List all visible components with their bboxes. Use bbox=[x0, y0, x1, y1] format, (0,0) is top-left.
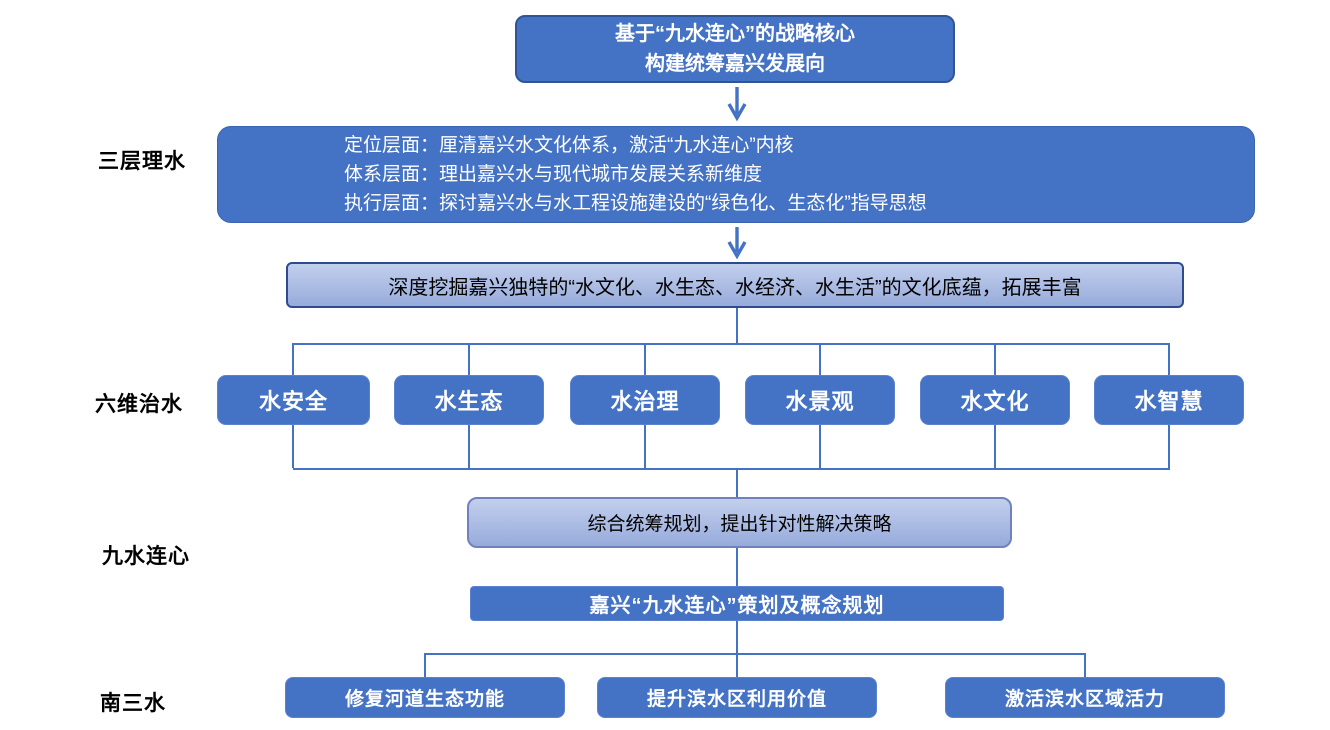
node-excavate-culture: 深度挖掘嘉兴独特的“水文化、水生态、水经济、水生活”的文化底蕴，拓展丰富 bbox=[286, 262, 1184, 308]
arrow-down-icon bbox=[727, 227, 747, 260]
node-strategy-core: 基于“九水连心”的战略核心 构建统筹嘉兴发展向 bbox=[515, 15, 955, 83]
connector-line bbox=[424, 653, 426, 677]
node-three-layers: 定位层面：厘清嘉兴水文化体系，激活“九水连心”内核 体系层面：理出嘉兴水与现代城… bbox=[217, 126, 1255, 223]
node-water-culture: 水文化 bbox=[920, 375, 1070, 425]
connector-line bbox=[736, 621, 738, 677]
node-three-layers-line1: 定位层面：厘清嘉兴水文化体系，激活“九水连心”内核 bbox=[344, 135, 794, 156]
node-overall-planning: 综合统筹规划，提出针对性解决策略 bbox=[467, 497, 1012, 548]
side-label-six-dimensions: 六维治水 bbox=[95, 393, 183, 416]
side-label-south-three: 南三水 bbox=[100, 692, 166, 715]
node-water-safety: 水安全 bbox=[217, 375, 370, 425]
connector-line bbox=[736, 308, 738, 343]
connector-bus-bottom bbox=[293, 468, 1170, 470]
connector-bus-top bbox=[293, 343, 1170, 345]
connector-line bbox=[736, 468, 738, 497]
connector-bus-south bbox=[425, 653, 1086, 655]
node-water-governance: 水治理 bbox=[570, 375, 720, 425]
node-activate-waterfront-vitality: 激活滨水区域活力 bbox=[945, 677, 1225, 718]
node-enhance-waterfront-value: 提升滨水区利用价值 bbox=[597, 677, 877, 718]
node-water-ecology: 水生态 bbox=[394, 375, 544, 425]
node-concept-plan: 嘉兴“九水连心”策划及概念规划 bbox=[470, 586, 1004, 621]
node-water-landscape: 水景观 bbox=[745, 375, 895, 425]
connector-line bbox=[736, 548, 738, 586]
node-strategy-core-line2: 构建统筹嘉兴发展向 bbox=[645, 53, 825, 75]
node-water-wisdom: 水智慧 bbox=[1094, 375, 1244, 425]
side-label-three-layers: 三层理水 bbox=[98, 150, 186, 173]
arrow-down-icon bbox=[727, 87, 747, 122]
node-strategy-core-line1: 基于“九水连心”的战略核心 bbox=[615, 23, 855, 45]
side-label-nine-waters: 九水连心 bbox=[102, 545, 190, 568]
node-restore-river-ecology: 修复河道生态功能 bbox=[285, 677, 565, 718]
node-three-layers-line2: 体系层面：理出嘉兴水与现代城市发展关系新维度 bbox=[344, 164, 763, 185]
node-three-layers-line3: 执行层面：探讨嘉兴水与水工程设施建设的“绿色化、生态化”指导思想 bbox=[344, 193, 927, 214]
connector-line bbox=[1084, 653, 1086, 677]
